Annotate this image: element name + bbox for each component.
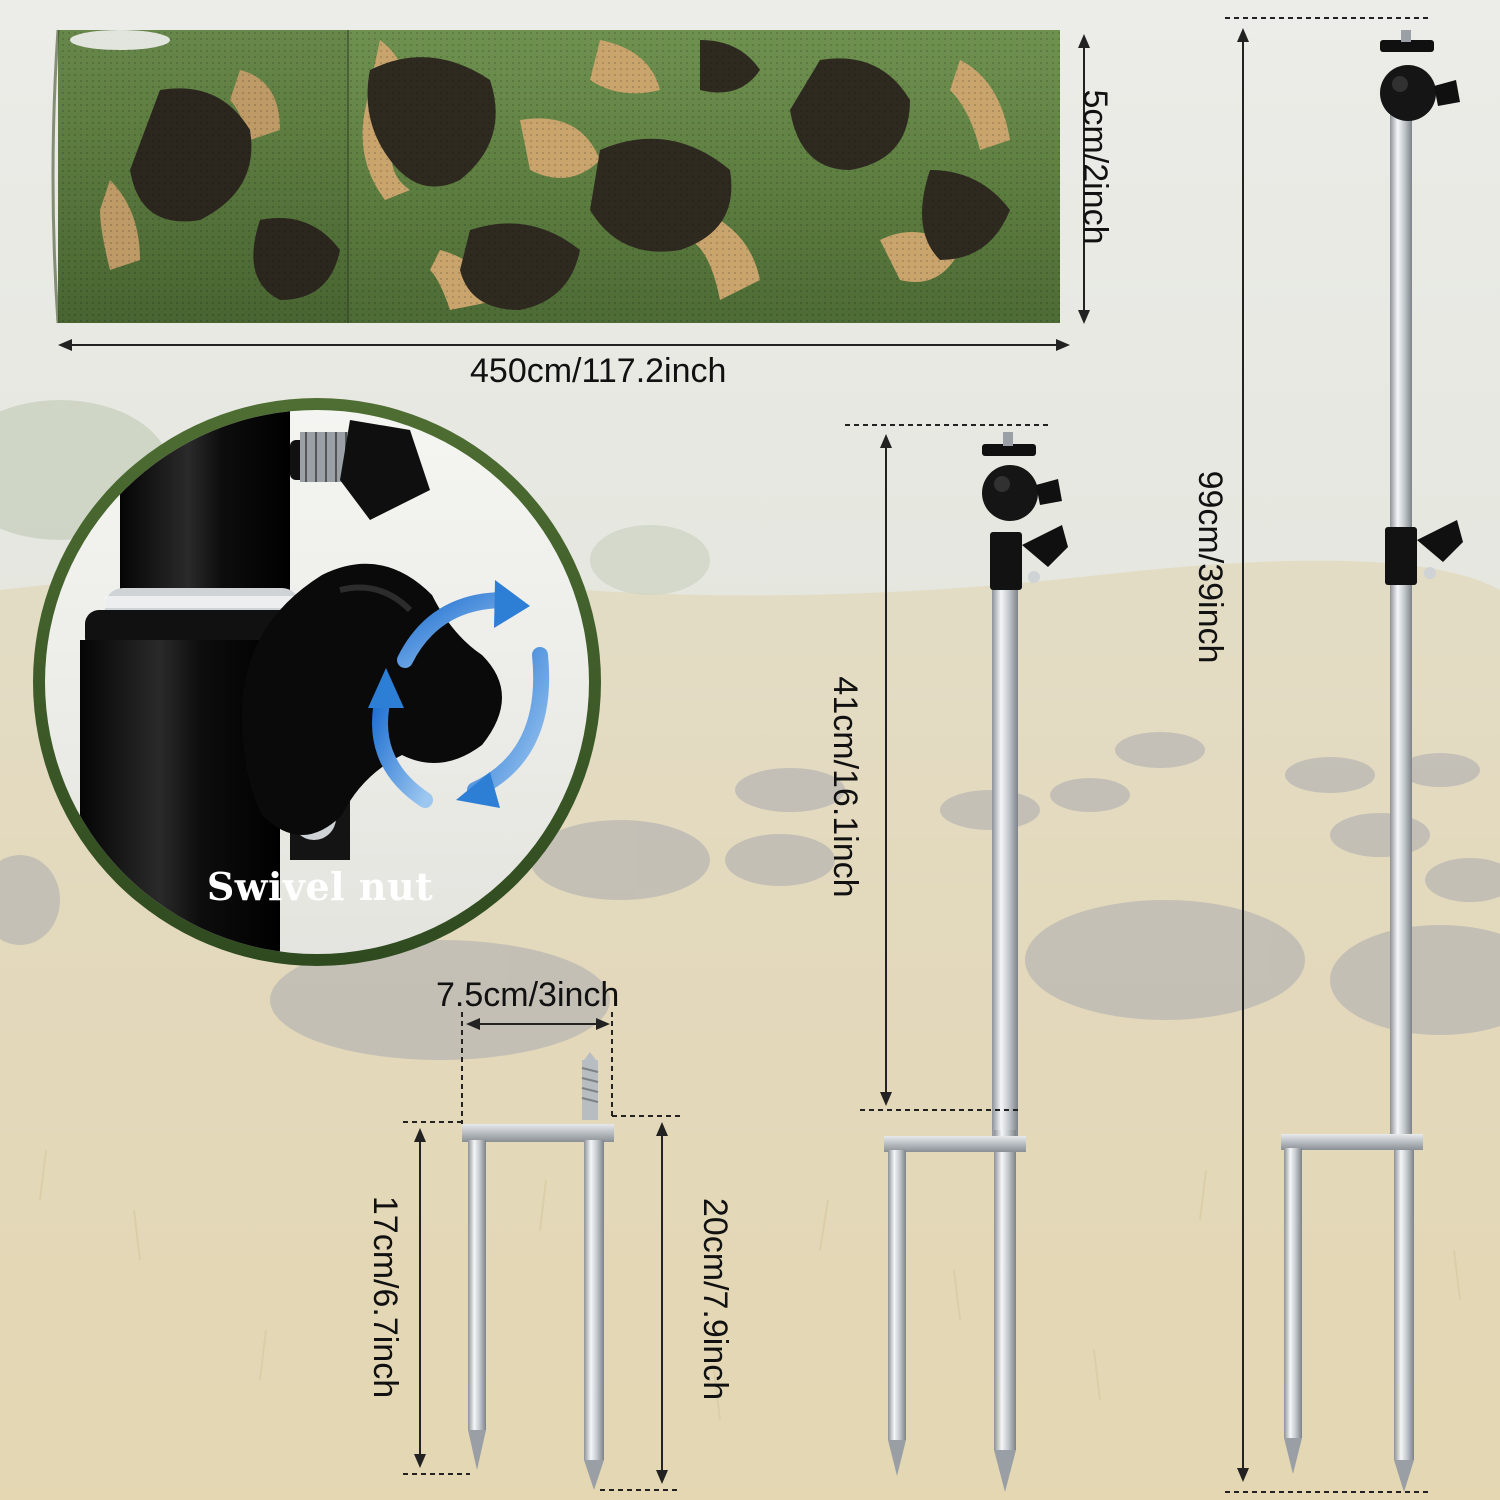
swivel-nut-label: Swivel nut — [206, 864, 434, 909]
tall-stand-height-label: 99cm/39inch — [1191, 470, 1229, 664]
tape-length-label: 450cm/117.2inch — [470, 352, 727, 390]
tape-width-dimension — [1078, 34, 1090, 324]
stake-short-leg-label: 17cm/6.7inch — [366, 1195, 404, 1399]
stake-spread-dimension — [461, 1012, 613, 1124]
tall-stand-height-dimension — [1225, 17, 1430, 1493]
stake-spread-label: 7.5cm/3inch — [436, 976, 620, 1014]
stake-long-leg-label: 20cm/7.9inch — [696, 1197, 734, 1401]
short-stand-height-dimension — [845, 424, 1048, 1111]
swivel-nut-callout — [33, 398, 601, 966]
ground-stake — [462, 1052, 614, 1490]
short-stand-height-label: 41cm/16.1inch — [826, 676, 864, 898]
camo-tape-roll — [51, 29, 1060, 324]
tape-length-dimension — [58, 339, 1070, 351]
short-stand — [884, 432, 1068, 1492]
stake-short-leg-dimension — [403, 1121, 470, 1475]
stake-long-leg-dimension — [600, 1115, 680, 1491]
tape-width-label: 5cm/2inch — [1076, 89, 1114, 245]
tall-stand — [1281, 30, 1463, 1492]
